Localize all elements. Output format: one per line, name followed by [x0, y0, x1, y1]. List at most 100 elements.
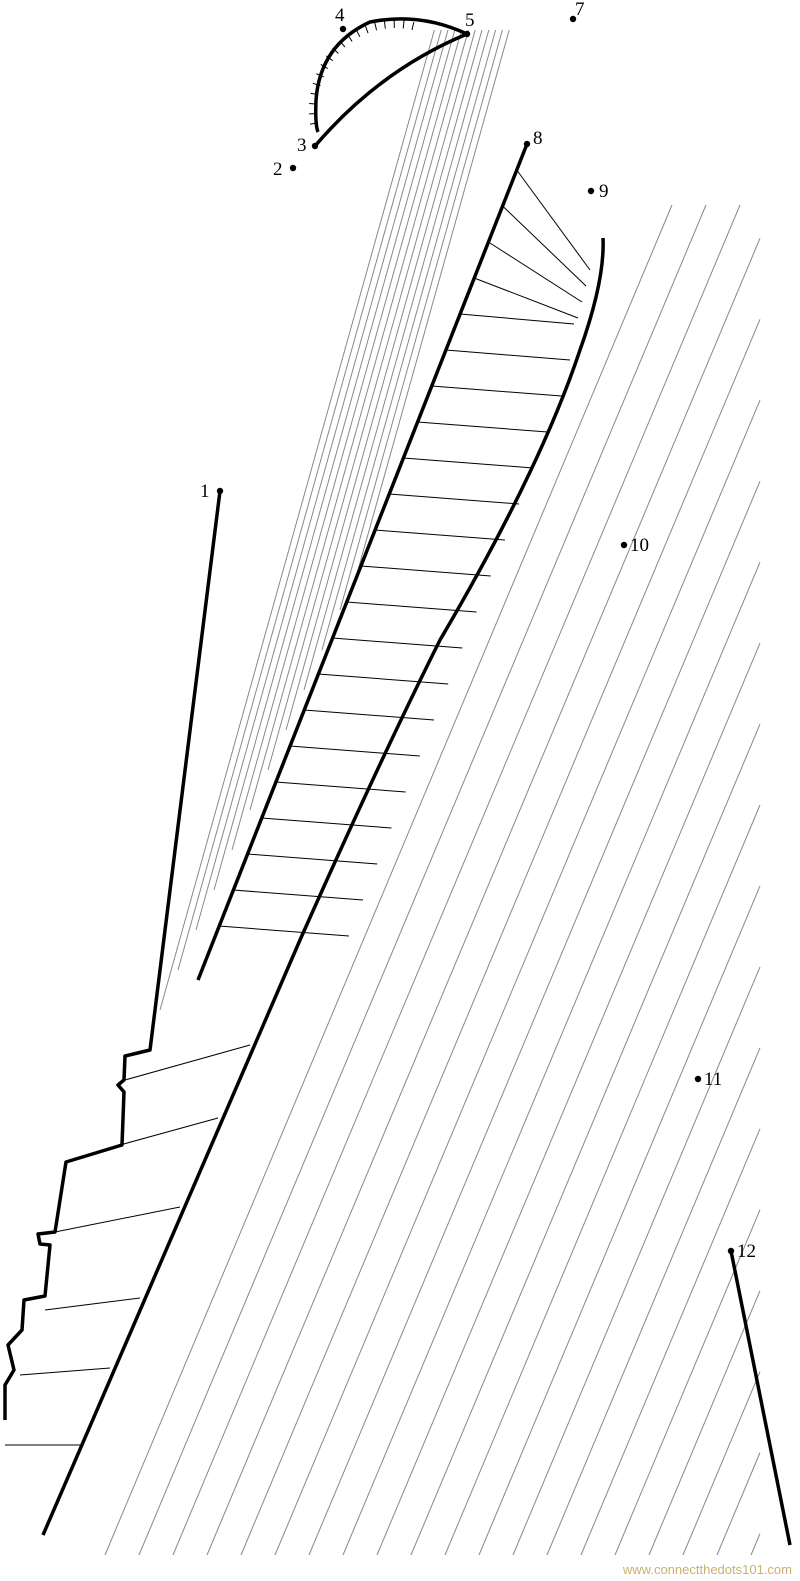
dot-5[interactable]: 5: [463, 10, 475, 38]
dot-label: 9: [599, 181, 609, 202]
rung-line: [289, 745, 420, 757]
rung-line: [502, 205, 587, 287]
rung-line: [44, 1297, 141, 1311]
hatch-line: [195, 29, 449, 931]
dot-1[interactable]: 1: [200, 481, 224, 502]
rung-line: [346, 601, 477, 613]
arc-tick: [332, 47, 339, 54]
dot-3[interactable]: 3: [297, 135, 319, 156]
dot-label: 1: [200, 481, 210, 502]
arc-tick: [364, 25, 369, 34]
rung-line: [403, 457, 534, 469]
hatch-line: [240, 319, 761, 1556]
rung-line: [374, 529, 505, 541]
dot-7[interactable]: 7: [569, 0, 585, 23]
rung-line: [119, 1117, 219, 1146]
rung-line: [459, 313, 575, 325]
rung-line: [431, 385, 562, 397]
hatch-line: [716, 1452, 761, 1556]
hatch-line: [104, 204, 673, 1556]
hatch-line: [308, 480, 761, 1556]
hatch-line: [339, 29, 503, 611]
dot-marker[interactable]: [311, 142, 319, 150]
dot-9[interactable]: 9: [587, 181, 609, 202]
rung-line: [218, 925, 349, 937]
dot-marker[interactable]: [463, 30, 471, 38]
hatch-line: [159, 29, 435, 1011]
rung-line: [54, 1206, 181, 1233]
arc-tick: [325, 55, 333, 62]
hatch-line: [213, 29, 456, 891]
rung-line: [19, 1367, 111, 1376]
hatch-line: [342, 561, 761, 1556]
hatch-line: [172, 204, 741, 1556]
hatch-line: [750, 1533, 761, 1556]
hatch-line: [512, 966, 761, 1556]
rung-line: [332, 637, 463, 649]
rung-line: [516, 169, 591, 271]
dot-marker[interactable]: [620, 541, 628, 549]
dot-marker[interactable]: [727, 1247, 735, 1255]
arc-tick: [316, 73, 324, 78]
dot-marker[interactable]: [587, 187, 595, 195]
arc-tick: [339, 40, 346, 48]
hatch-line: [267, 29, 476, 771]
rung-line: [233, 889, 364, 901]
dot-label: 5: [465, 10, 475, 31]
arc-tick: [411, 22, 415, 31]
arc-tick: [383, 20, 386, 29]
arc-tick: [310, 92, 319, 96]
arc-tick: [309, 103, 318, 105]
dot-8[interactable]: 8: [523, 128, 543, 149]
rung-line: [417, 421, 548, 433]
dot-12[interactable]: 12: [727, 1241, 756, 1262]
rung-line: [247, 853, 378, 865]
semicircle-outline: [313, 17, 469, 148]
hatch-line: [478, 885, 761, 1556]
rung-line: [360, 565, 491, 577]
hatch-line: [357, 29, 510, 571]
hatch-line: [376, 642, 761, 1556]
dot-marker[interactable]: [216, 487, 224, 495]
outline: [3, 17, 792, 1546]
arc-tick: [347, 34, 353, 42]
rung-line: [445, 349, 571, 361]
rung-line: [275, 781, 406, 793]
rung-line: [389, 493, 520, 505]
hatch-line: [206, 238, 761, 1556]
dot-label: 7: [575, 0, 585, 20]
hatch-line: [648, 1290, 761, 1556]
dot-4[interactable]: 4: [335, 5, 347, 33]
dot-marker[interactable]: [339, 25, 347, 33]
hatch-line: [444, 804, 761, 1556]
watermark: www.connectthedots101.com: [622, 1562, 792, 1577]
rung-line: [261, 817, 392, 829]
dot-marker[interactable]: [694, 1075, 702, 1083]
dot-label: 11: [704, 1069, 722, 1090]
rung-line: [488, 241, 583, 303]
hatch-line: [546, 1047, 761, 1556]
dot-marker[interactable]: [289, 164, 297, 172]
arc-ticks: [309, 19, 415, 125]
hatch-line: [410, 723, 761, 1556]
hatch-line: [138, 204, 707, 1556]
dot-2[interactable]: 2: [273, 159, 297, 180]
arc-tick: [374, 22, 378, 31]
dot-10[interactable]: 10: [620, 535, 649, 556]
dot-marker[interactable]: [569, 15, 577, 23]
dot-11[interactable]: 11: [694, 1069, 722, 1090]
hatch-lines: [5, 29, 761, 1556]
dot-label: 4: [335, 5, 345, 26]
hatch-line: [274, 400, 761, 1556]
dot-label: 8: [533, 128, 543, 149]
rung-line: [318, 673, 449, 685]
dot-marker[interactable]: [523, 140, 531, 148]
hatch-line: [231, 29, 463, 851]
hatch-line: [321, 29, 497, 651]
rung-line: [303, 709, 435, 721]
arc-tick: [309, 122, 319, 125]
dot-label: 2: [273, 159, 283, 180]
